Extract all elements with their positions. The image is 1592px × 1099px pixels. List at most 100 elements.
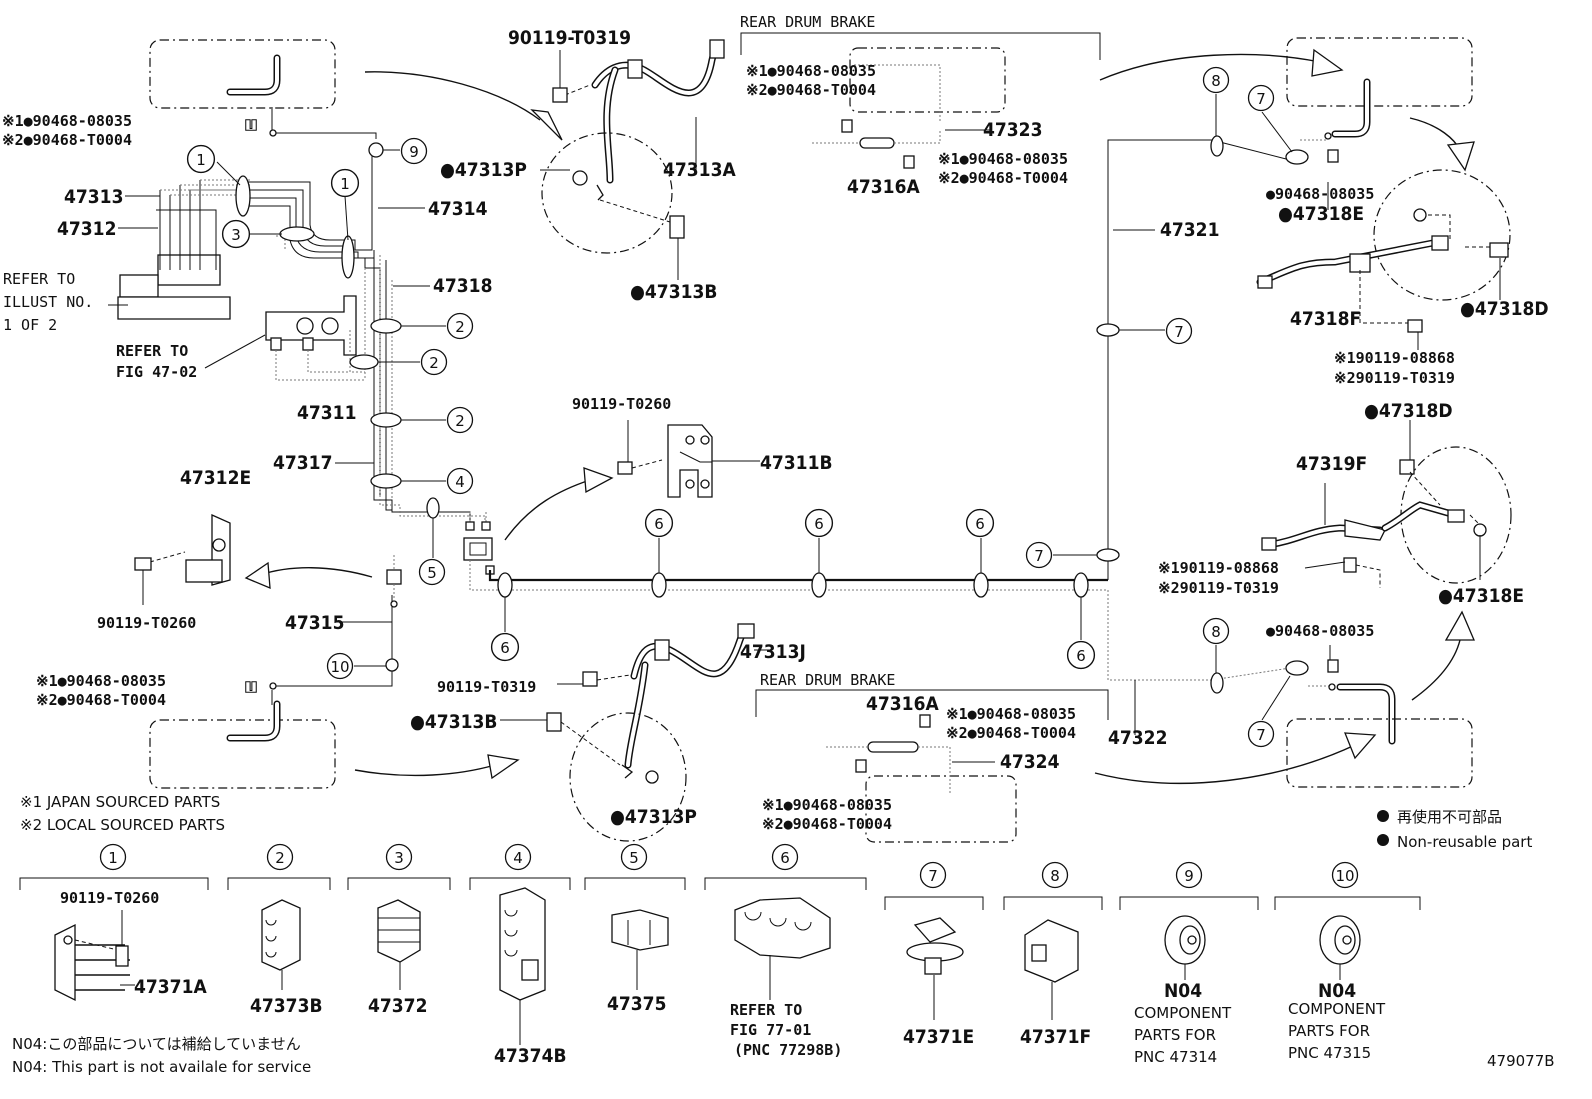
part-number: 47311B <box>760 452 833 474</box>
callout-number: 7 <box>1034 547 1044 565</box>
block-47311B <box>617 420 760 498</box>
part-number: 47324 <box>1000 751 1060 773</box>
legend-non-reusable-jp: 再使用不可部品 <box>1397 808 1502 826</box>
part-number: ●47318D <box>1460 298 1549 320</box>
part-number: 47313 <box>64 186 123 208</box>
callout-number: 2 <box>275 849 285 867</box>
section-title: REAR DRUM BRAKE <box>760 671 895 689</box>
callout-number: 9 <box>409 143 419 161</box>
part-number: N04 <box>1318 980 1356 1002</box>
dual-part-number: ※2●90468-T0004 <box>2 131 132 149</box>
right-lower-assy: 8 7 <box>1202 617 1473 788</box>
callout-3: 3 <box>221 219 282 249</box>
center-junction-connector <box>463 512 495 575</box>
part-number: 47319F <box>1296 453 1367 475</box>
catalog-item-5: 5 47375 <box>584 843 686 1015</box>
part-number: N04 <box>1164 980 1202 1002</box>
callout-2a: 2 <box>401 312 474 340</box>
arrowhead-icon <box>1344 732 1377 760</box>
part-number: 47372 <box>368 995 427 1017</box>
non-reusable-dot-icon <box>1377 834 1389 846</box>
part-number: ※290119-T0319 <box>1158 579 1279 597</box>
component-note: PNC 47314 <box>1134 1048 1217 1066</box>
lower-flex-hose-assy <box>500 623 770 842</box>
callout-number: 1 <box>108 849 118 867</box>
part-number: ●90468-08035 <box>1266 185 1374 203</box>
non-reusable-dot-icon <box>1377 810 1389 822</box>
part-number: 47315 <box>285 612 344 634</box>
legend: ※1 JAPAN SOURCED PARTS ※2 LOCAL SOURCED … <box>20 793 1532 851</box>
callout-number: 6 <box>1076 647 1086 665</box>
part-number: 47371F <box>1020 1026 1091 1048</box>
part-number: ※190119-08868 <box>1334 349 1455 367</box>
legend-local: ※2 LOCAL SOURCED PARTS <box>20 816 225 834</box>
part-number: ※290119-T0319 <box>1334 369 1455 387</box>
part-number: 47312 <box>57 218 116 240</box>
arrowhead-icon <box>1444 610 1475 641</box>
flow-arrow-icon <box>1094 744 1356 784</box>
part-number: ●47318E <box>1278 203 1364 225</box>
part-number: ●47313B <box>630 281 717 303</box>
top-left-wheel-area <box>149 39 377 139</box>
callout-1-mid: 1 <box>330 168 360 241</box>
legend-non-reusable-en: Non-reusable part <box>1397 833 1532 851</box>
callout-number: 5 <box>629 849 639 867</box>
callout-number: 1 <box>340 175 350 193</box>
legend-japan: ※1 JAPAN SOURCED PARTS <box>20 793 220 811</box>
callout-number: 9 <box>1184 867 1194 885</box>
arrowhead-icon <box>583 467 614 494</box>
part-number-90119-t0260: 90119-T0260 <box>572 395 671 413</box>
bracket-47312E <box>134 513 231 605</box>
part-number: 47313J <box>740 641 806 663</box>
component-note: PARTS FOR <box>1134 1026 1216 1044</box>
rear-drum-brake-bottom-box <box>755 689 1109 843</box>
catalog-item-7: 7 47371E <box>884 861 984 1048</box>
callout-2c: 2 <box>401 406 474 434</box>
catalog-item-1: 1 90119-T0260 47371A <box>19 843 209 1002</box>
part-number: 90119-T0260 <box>60 889 159 907</box>
main-rear-line <box>469 139 1220 681</box>
labels: 90119-T0319 47313A ●47313P ●47313B 47313… <box>2 13 1549 833</box>
reference-text: 1 OF 2 <box>3 316 57 334</box>
part-number: 47318 <box>433 275 492 297</box>
callout-number: 6 <box>654 515 664 533</box>
reference-text: FIG 47-02 <box>116 363 197 381</box>
arrowhead-icon <box>1446 141 1475 172</box>
part-number: 90119-T0319 <box>437 678 536 696</box>
callout-number: 8 <box>1211 72 1221 90</box>
dual-part-number: ※1●90468-08035 <box>762 796 892 814</box>
part-number: 47323 <box>983 119 1042 141</box>
arrowhead-icon <box>487 754 520 780</box>
proportioning-valve <box>265 295 365 381</box>
dual-part-number: ※1●90468-08035 <box>746 62 876 80</box>
part-number: 47314 <box>428 198 488 220</box>
rear-drum-brake-top-box <box>740 32 1101 169</box>
upper-flex-hose-assy <box>540 39 725 280</box>
diagram-id: 479077B <box>1487 1052 1555 1070</box>
component-note: COMPONENT <box>1134 1004 1232 1022</box>
bottom-left-wheel-area <box>149 700 336 789</box>
callout-number: 5 <box>427 564 437 582</box>
part-number: ●90468-08035 <box>1266 622 1374 640</box>
reference-text: FIG 77-01 <box>730 1021 811 1039</box>
flow-arrow-icon <box>1099 53 1321 81</box>
catalog-item-3: 3 47372 <box>347 843 451 1017</box>
callout-number: 8 <box>1211 623 1221 641</box>
catalog-item-4: 4 47374B <box>469 843 571 1067</box>
reference-text: REFER TO <box>3 270 75 288</box>
part-number: 47318F <box>1290 308 1361 330</box>
callout-number: 3 <box>231 226 241 244</box>
dual-part-number: ※2●90468-T0004 <box>946 724 1076 742</box>
catalog-item-10: 10 N04 COMPONENT PARTS FOR PNC 47315 <box>1274 861 1421 1062</box>
callout-number: 7 <box>1256 90 1266 108</box>
callout-number: 6 <box>975 515 985 533</box>
callout-2b: 2 <box>378 348 448 376</box>
union-clip-icon <box>245 681 257 693</box>
callout-number: 4 <box>455 473 465 491</box>
flow-arrow-icon <box>1411 639 1461 701</box>
callout-number: 7 <box>928 867 938 885</box>
dual-part-number: ※1●90468-08035 <box>938 150 1068 168</box>
section-title: REAR DRUM BRAKE <box>740 13 875 31</box>
reference-text: REFER TO <box>116 342 188 360</box>
